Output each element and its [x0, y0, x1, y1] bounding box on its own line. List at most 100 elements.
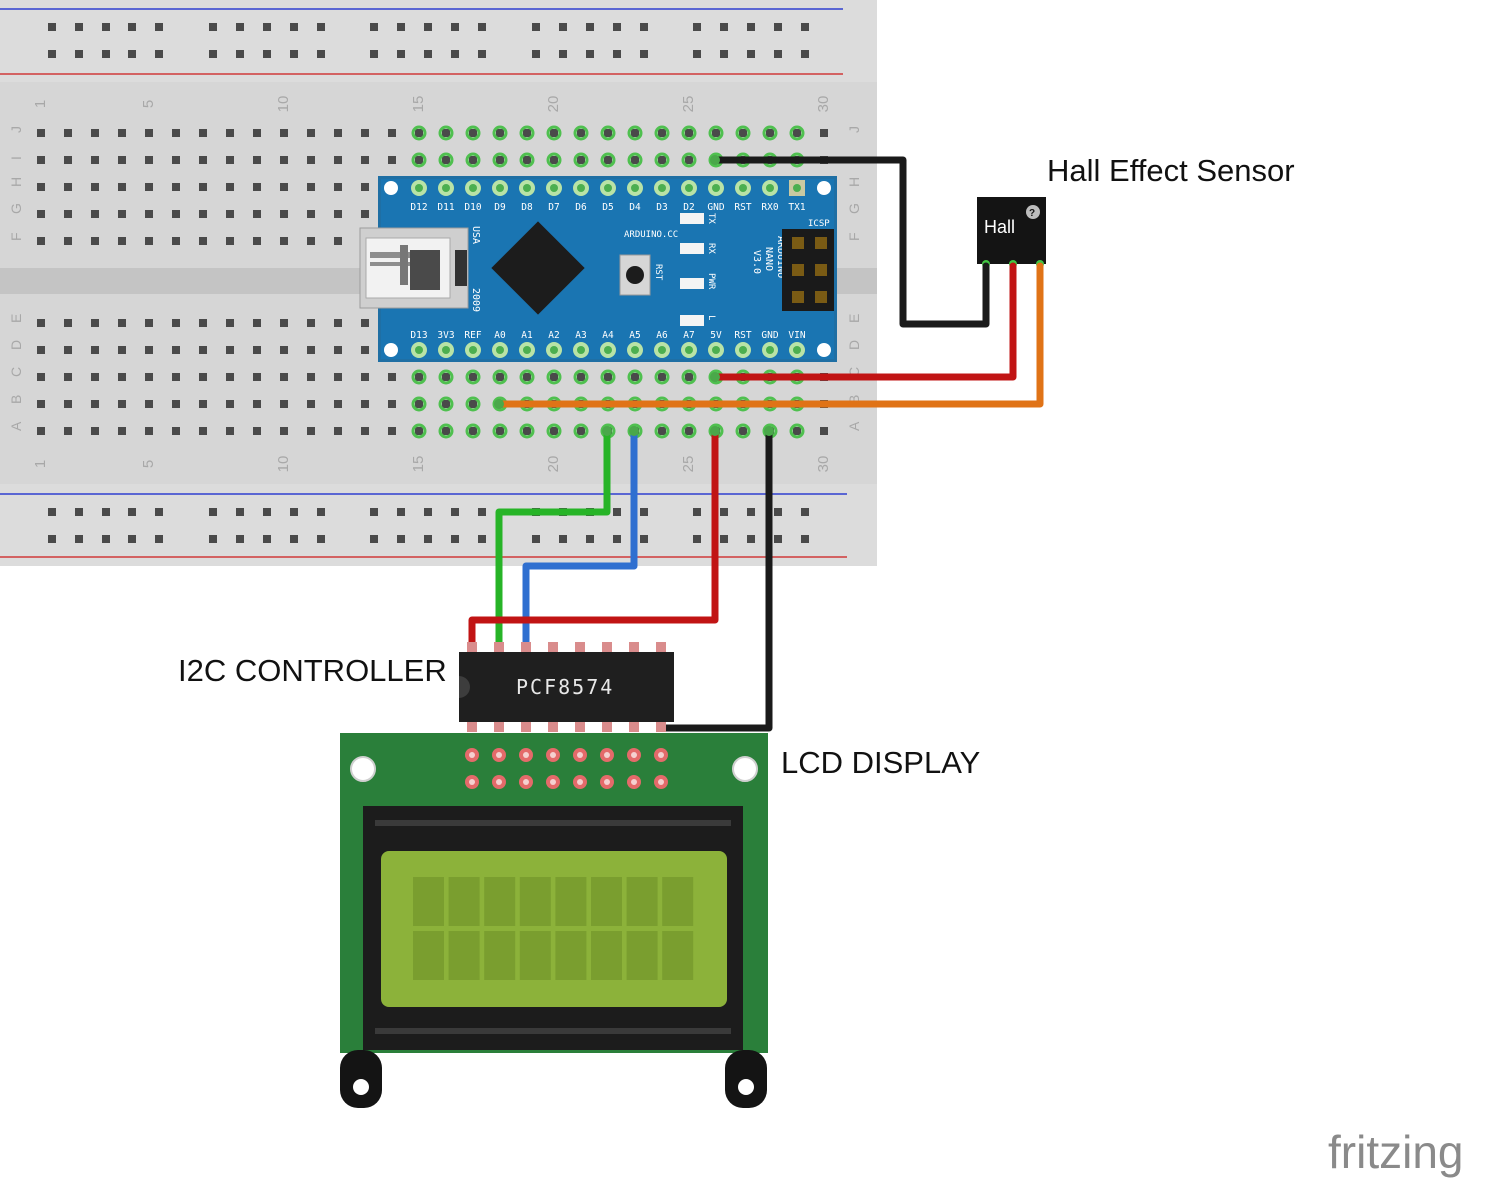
breadboard-hole [415, 373, 423, 381]
bottom-pin-label: RST [734, 330, 751, 341]
breadboard-hole [263, 50, 271, 58]
pcf-bottom-pin [494, 720, 504, 732]
breadboard-hole [532, 23, 540, 31]
connected-hole-marker [681, 125, 697, 141]
connected-hole-marker [438, 423, 454, 439]
pcf-top-pin [575, 642, 585, 654]
breadboard-hole [199, 400, 207, 408]
breadboard-hole [64, 156, 72, 164]
column-number: 5 [140, 460, 157, 468]
usa-text: USA [470, 226, 481, 244]
header-pad-hole [577, 779, 583, 785]
breadboard-hole [118, 210, 126, 218]
column-number: 1 [32, 460, 49, 468]
breadboard-hole [263, 535, 271, 543]
wire-black-hall-gnd [711, 156, 990, 328]
breadboard-hole [747, 50, 755, 58]
pcf-bottom-pin [548, 720, 558, 732]
breadboard-hole [766, 129, 774, 137]
breadboard-hole [361, 319, 369, 327]
row-letter: F [846, 232, 862, 241]
connected-hole-marker [600, 125, 616, 141]
top-pin-label: D11 [437, 202, 454, 213]
breadboard-hole [523, 129, 531, 137]
breadboard-hole [604, 156, 612, 164]
connected-hole-marker [465, 423, 481, 439]
breadboard-hole [91, 183, 99, 191]
row-letter: A [846, 421, 862, 431]
connected-hole-marker [654, 423, 670, 439]
breadboard-hole [361, 400, 369, 408]
pin-hole [523, 346, 531, 354]
help-icon-glyph: ? [1029, 208, 1035, 219]
breadboard-hole [145, 319, 153, 327]
breadboard-hole [199, 427, 207, 435]
breadboard-hole [253, 346, 261, 354]
top-pin-label: D2 [683, 202, 694, 213]
breadboard-hole [307, 183, 315, 191]
connected-hole-marker [546, 125, 562, 141]
connected-hole-marker [519, 423, 535, 439]
breadboard-hole [75, 50, 83, 58]
breadboard-hole [685, 156, 693, 164]
row-letter: D [846, 340, 862, 350]
breadboard-hole [415, 129, 423, 137]
pin-hole [442, 346, 450, 354]
pcf-bottom-pin [521, 720, 531, 732]
breadboard-hole [523, 427, 531, 435]
breadboard-hole [424, 508, 432, 516]
breadboard-hole [478, 508, 486, 516]
breadboard-hole [388, 400, 396, 408]
hall-chip-label: Hall [984, 217, 1015, 237]
connected-hole-marker [708, 125, 724, 141]
breadboard-hole [236, 50, 244, 58]
breadboard-hole [307, 373, 315, 381]
help-icon [1026, 205, 1040, 219]
breadboard-hole [478, 50, 486, 58]
pcf-top-pin [494, 642, 504, 654]
connected-hole-marker [465, 369, 481, 385]
breadboard-hole [774, 535, 782, 543]
breadboard-hole [451, 23, 459, 31]
breadboard-hole [334, 346, 342, 354]
bottom-pin-label: A5 [629, 330, 640, 341]
row-letter: E [8, 314, 24, 323]
connected-hole-marker [681, 423, 697, 439]
connected-hole-marker [573, 125, 589, 141]
bottom-pin-label: VIN [788, 330, 805, 341]
breadboard-hole [172, 237, 180, 245]
breadboard-hole [118, 373, 126, 381]
lcd-screen [381, 851, 727, 1007]
row-letter: E [846, 314, 862, 323]
breadboard-hole [172, 319, 180, 327]
breadboard-hole [361, 346, 369, 354]
pcf-chip-label: PCF8574 [516, 675, 614, 699]
breadboard-hole [48, 535, 56, 543]
header-pad-hole [523, 779, 529, 785]
pin-hole [766, 184, 774, 192]
connected-hole-marker [654, 369, 670, 385]
connected-hole-marker [789, 125, 805, 141]
lcd-cell [413, 877, 444, 926]
breadboard-hole [118, 400, 126, 408]
header-pad-hole [631, 779, 637, 785]
pin-hole [658, 184, 666, 192]
breadboard-hole [361, 156, 369, 164]
breadboard-hole [550, 373, 558, 381]
breadboard-hole [118, 319, 126, 327]
breadboard-hole [640, 508, 648, 516]
column-number: 20 [545, 96, 562, 113]
breadboard-hole [102, 508, 110, 516]
breadboard-hole [334, 237, 342, 245]
pcf-top-pin [602, 642, 612, 654]
pin-hole [793, 184, 801, 192]
breadboard-hole [91, 129, 99, 137]
breadboard-hole [75, 508, 83, 516]
breadboard-hole [172, 400, 180, 408]
breadboard-hole [577, 373, 585, 381]
breadboard-hole [317, 23, 325, 31]
pin-hole [685, 346, 693, 354]
